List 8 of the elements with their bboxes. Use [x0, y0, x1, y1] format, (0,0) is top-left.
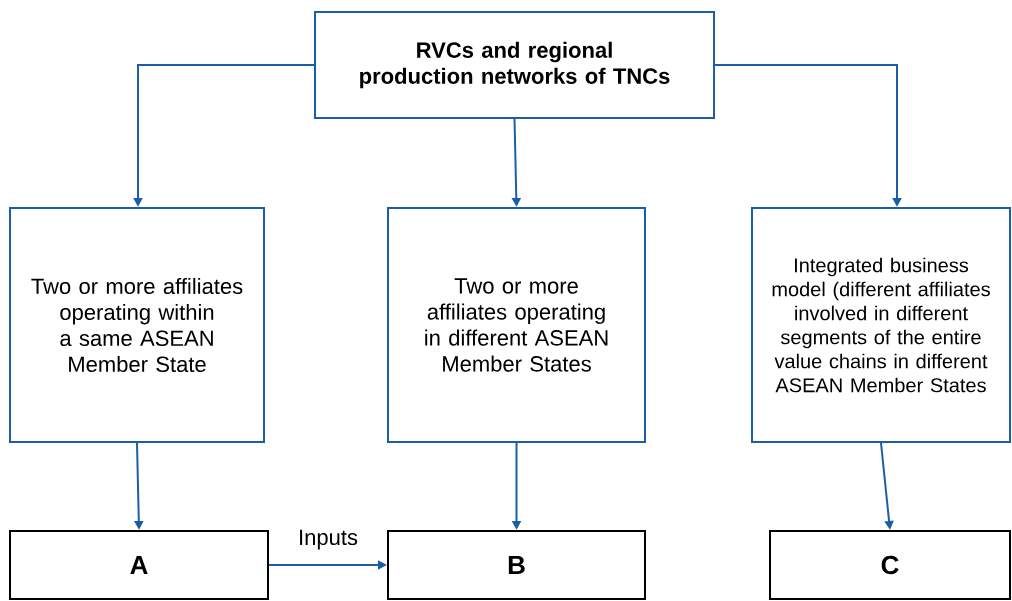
result-box: A: [9, 530, 269, 600]
category-box: Two or more affiliates operating within a same ASEAN Member State: [9, 207, 265, 443]
result-box: C: [769, 530, 1011, 600]
category-box: Two or more affiliates operating in different ASEAN Member States: [387, 207, 646, 443]
edge-label: Inputs: [300, 529, 358, 550]
heading-box: RVCs and regional production networks of TNCs: [314, 11, 715, 119]
result-box: B: [387, 530, 646, 600]
category-box: Integrated business model (different affiliates involved in different segments of the entire value chains in different ASEAN Member States: [751, 207, 1011, 443]
